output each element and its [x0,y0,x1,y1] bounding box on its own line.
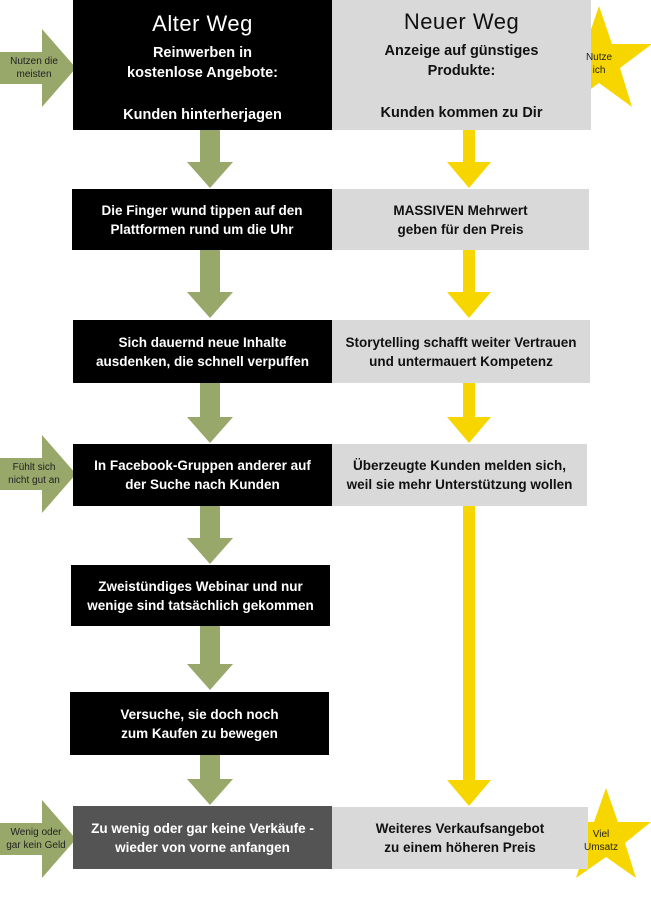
star-bottom-line-2: Umsatz [584,842,618,853]
side-note-feels-bad-line-2: nicht gut an [8,475,60,486]
old-step-3: In Facebook-Gruppen anderer auf der Such… [73,444,332,506]
old-way-tagline: Kunden hinterherjagen [123,107,282,123]
old-arrow-1 [187,130,233,188]
old-step-1-line-2: Plattformen rund um die Uhr [110,221,294,237]
new-step-3: Überzeugte Kunden melden sich, weil sie … [332,444,587,506]
old-step-3-line-2: der Suche nach Kunden [125,477,280,492]
old-way-subtitle-line-2: kostenlose Angebote: [127,65,278,81]
side-note-no-money-line-1: Wenig oder [10,827,62,838]
new-step-3-line-1: Überzeugte Kunden melden sich, [352,458,567,473]
new-way-header: Neuer Weg Anzeige auf günstiges Produkte… [332,0,591,130]
new-step-2-line-1: Storytelling schafft weiter Vertrauen [345,334,577,350]
old-arrow-3 [187,383,233,443]
new-step-3-line-2: weil sie mehr Unterstützung wollen [346,477,573,492]
new-step-2: Storytelling schafft weiter Vertrauen un… [332,320,590,383]
new-step-1-line-2: geben für den Preis [397,221,524,237]
old-way-header: Alter Weg Reinwerben in kostenlose Angeb… [73,0,332,130]
star-bottom-line-1: Viel [592,829,610,840]
old-step-6-line-2: wieder von vorne anfangen [115,839,290,855]
new-way-tagline: Kunden kommen zu Dir [380,105,543,121]
side-arrow-feels-bad [0,435,76,513]
old-step-4-line-2: wenige sind tatsächlich gekommen [87,597,314,613]
star-top-line-2: ich [592,65,606,76]
new-step-1-line-1: MASSIVEN Mehrwert [393,202,528,218]
star-label-top: Nutze ich [570,50,628,78]
new-arrow-2 [447,250,491,318]
old-step-5-line-1: Versuche, sie doch noch [120,706,279,722]
new-step-4-line-2: zu einem höheren Preis [384,840,536,855]
old-step-6-final: Zu wenig oder gar keine Verkäufe - wiede… [73,806,332,869]
new-step-1: MASSIVEN Mehrwert geben für den Preis [332,189,589,250]
old-step-6-line-1: Zu wenig oder gar keine Verkäufe - [91,820,314,836]
side-arrow-most-use [0,29,76,107]
old-step-5: Versuche, sie doch noch zum Kaufen zu be… [70,692,329,755]
new-way-title: Neuer Weg [403,9,520,34]
new-step-2-line-2: und untermauert Kompetenz [369,353,553,369]
side-note-most-use-line-2: meisten [16,69,52,80]
old-step-5-line-2: zum Kaufen zu bewegen [121,725,278,741]
old-way-subtitle-line-1: Reinwerben in [152,45,253,61]
old-arrow-5 [187,626,233,690]
old-way-title: Alter Weg [152,11,253,36]
side-note-most-use: Nutzen die meisten [0,52,68,84]
old-step-1-line-1: Die Finger wund tippen auf den [101,202,303,218]
old-step-2-line-1: Sich dauernd neue Inhalte [118,334,287,350]
old-arrow-2 [187,250,233,318]
side-note-most-use-line-1: Nutzen die [10,56,58,67]
star-label-bottom: Viel Umsatz [572,827,630,855]
side-note-feels-bad-line-1: Fühlt sich [12,462,56,473]
old-step-4-line-1: Zweistündiges Webinar und nur [98,578,303,594]
old-arrow-6 [187,755,233,805]
old-step-2: Sich dauernd neue Inhalte ausdenken, die… [73,320,332,383]
new-way-subtitle-line-2: Produkte: [427,63,496,79]
side-note-no-money-line-2: gar kein Geld [6,840,66,851]
old-step-3-line-1: In Facebook-Gruppen anderer auf [94,458,311,473]
star-top-line-1: Nutze [585,52,613,63]
old-step-2-line-2: ausdenken, die schnell verpuffen [95,353,310,369]
star-shape-top [546,6,651,107]
new-arrow-4 [447,506,491,806]
new-way-subtitle-line-1: Anzeige auf günstiges [384,43,539,59]
old-step-4: Zweistündiges Webinar und nur wenige sin… [71,565,330,626]
new-step-4-line-1: Weiteres Verkaufsangebot [375,821,545,836]
new-step-4-final: Weiteres Verkaufsangebot zu einem höhere… [332,807,588,869]
old-arrow-4 [187,506,233,564]
side-note-feels-bad: Fühlt sich nicht gut an [0,458,68,490]
old-step-1: Die Finger wund tippen auf den Plattform… [72,189,332,250]
side-note-no-money: Wenig oder gar kein Geld [0,823,72,855]
side-arrow-no-money [0,800,76,878]
new-arrow-3 [447,383,491,443]
new-arrow-1 [447,130,491,188]
